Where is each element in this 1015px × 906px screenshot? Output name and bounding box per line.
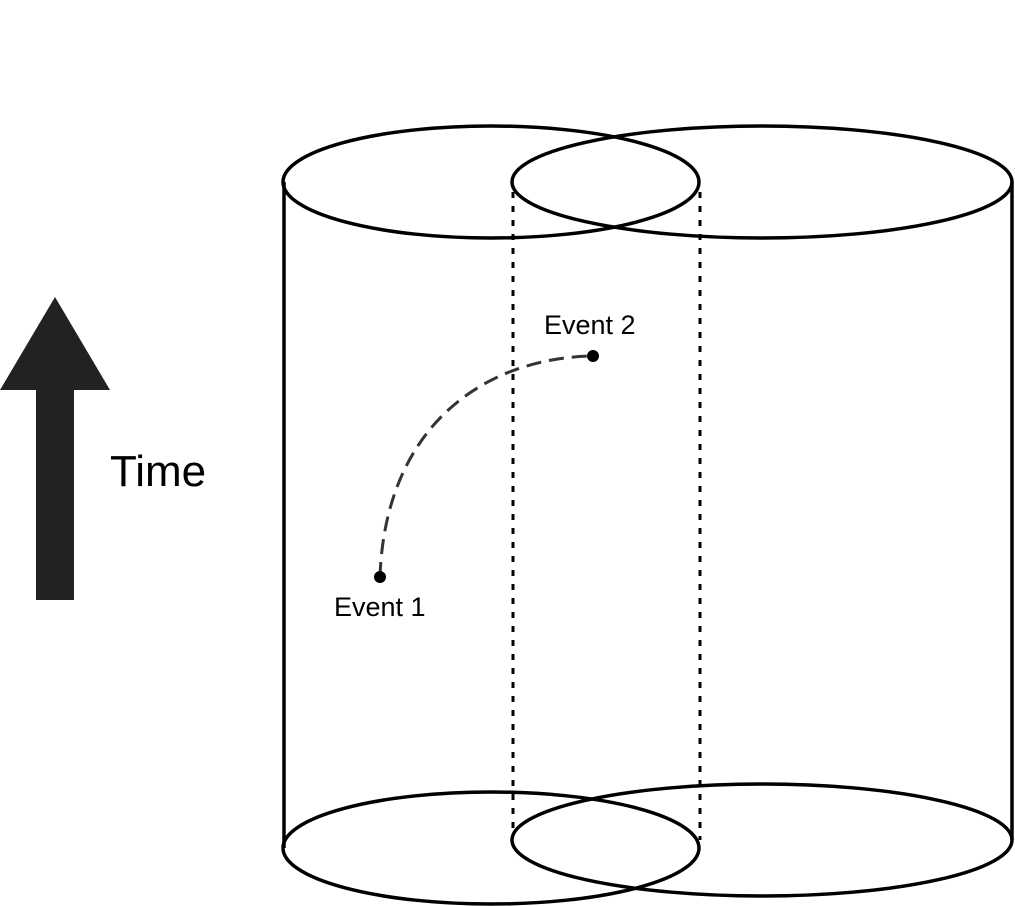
event-1-dot — [374, 571, 386, 583]
cylinders — [281, 124, 1014, 906]
event-2-dot — [587, 350, 599, 362]
right-cylinder-top — [510, 124, 1014, 240]
left-cylinder-top — [281, 124, 701, 240]
time-axis-label: Time — [110, 447, 206, 496]
up-arrow-icon — [0, 297, 110, 600]
event-1-label: Event 1 — [334, 592, 426, 622]
worldline-path — [378, 354, 594, 578]
event-2-label: Event 2 — [544, 310, 636, 340]
right-cylinder-bottom — [510, 782, 1014, 898]
